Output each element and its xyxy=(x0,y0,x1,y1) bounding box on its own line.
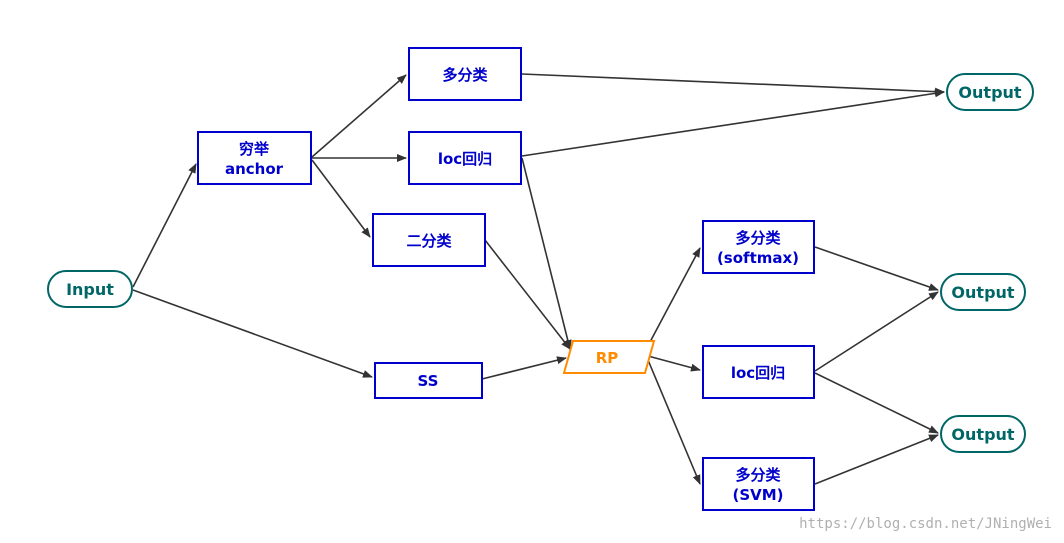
exhaustive-anchor-label-line2: anchor xyxy=(225,160,284,178)
output-bottom-node: Output xyxy=(940,415,1026,453)
input-label: Input xyxy=(66,280,114,299)
edge-loc2-to-output-bottom xyxy=(814,372,939,434)
edge-svm-to-output xyxy=(814,434,939,485)
rp-node: RP xyxy=(562,340,656,374)
output-middle-label: Output xyxy=(951,283,1014,302)
multi-class-svm-label-line1: 多分类 xyxy=(735,466,781,484)
edges xyxy=(132,73,945,485)
input-node: Input xyxy=(47,270,133,308)
multi-class-svm-label-line2: (SVM) xyxy=(732,486,783,504)
multi-class-softmax-node: 多分类 (softmax) xyxy=(702,220,815,274)
loc-regression-top-label: loc回归 xyxy=(438,150,492,168)
edge-input-to-ss xyxy=(132,289,373,378)
binary-class-node: 二分类 xyxy=(372,213,486,267)
watermark: https://blog.csdn.net/JNingWei xyxy=(799,516,1052,532)
edge-input-to-anchor xyxy=(132,163,197,288)
multi-class-softmax-label-line1: 多分类 xyxy=(735,229,781,247)
loc-regression-top-node: loc回归 xyxy=(408,131,522,185)
multi-class-svm-node: 多分类 (SVM) xyxy=(702,457,815,511)
edge-rp-to-softmax xyxy=(649,247,701,343)
output-top-label: Output xyxy=(958,83,1021,102)
multi-class-top-node: 多分类 xyxy=(408,47,522,101)
output-bottom-label: Output xyxy=(951,425,1014,444)
edge-softmax-to-output xyxy=(814,246,939,291)
exhaustive-anchor-label-line1: 穷举 xyxy=(239,140,270,158)
loc-regression-bottom-label: loc回归 xyxy=(731,364,785,382)
edge-anchor-to-binary xyxy=(311,159,371,238)
edge-loc-to-rp xyxy=(521,157,572,350)
edge-rp-to-svm xyxy=(647,359,701,485)
edge-multiclass-to-output xyxy=(521,73,945,96)
edge-binary-to-rp xyxy=(484,239,571,350)
exhaustive-anchor-node: 穷举 anchor xyxy=(197,131,312,185)
output-middle-node: Output xyxy=(940,273,1026,311)
edge-loc-to-output xyxy=(521,89,945,157)
edge-anchor-to-multiclass xyxy=(311,74,407,158)
edge-loc2-to-output-middle xyxy=(814,291,939,372)
loc-regression-bottom-node: loc回归 xyxy=(702,345,815,399)
edge-ss-to-rp xyxy=(481,356,567,380)
multi-class-top-label: 多分类 xyxy=(442,66,488,84)
edge-rp-to-loc2 xyxy=(647,355,701,372)
rp-label: RP xyxy=(596,349,619,367)
multi-class-softmax-label-line2: (softmax) xyxy=(717,249,799,267)
ss-label: SS xyxy=(418,372,439,390)
binary-class-label: 二分类 xyxy=(406,232,452,250)
output-top-node: Output xyxy=(946,73,1034,111)
ss-node: SS xyxy=(374,362,483,399)
